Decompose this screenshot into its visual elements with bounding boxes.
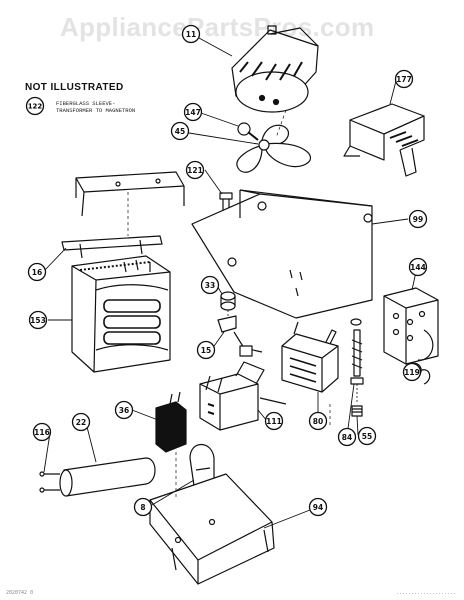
callout-number: 8 — [140, 503, 145, 512]
callout-circle — [133, 497, 153, 517]
relay-switch — [199, 361, 287, 431]
callout-number: 94 — [313, 503, 323, 512]
callout-circle — [394, 69, 414, 89]
grommet — [220, 291, 236, 318]
callout-number: 119 — [404, 368, 420, 377]
callout-circle — [337, 427, 357, 447]
callout-119: 119 — [402, 362, 422, 382]
callout-number: 36 — [119, 406, 129, 415]
callout-circle — [183, 102, 203, 122]
callout-number: 121 — [187, 166, 203, 175]
callout-84: 84 — [337, 427, 357, 447]
watermark-text: AppliancePartsPros.com — [60, 12, 375, 42]
callout-circle — [170, 121, 190, 141]
callout-circle — [181, 24, 201, 44]
callout-circle — [114, 400, 134, 420]
spindle — [350, 318, 364, 417]
transformer-bracket — [61, 235, 163, 259]
callout-circle — [185, 160, 205, 180]
callout-99: 99 — [408, 209, 428, 229]
callout-number: 177 — [396, 75, 412, 84]
callout-circle — [264, 411, 284, 431]
callout-15: 15 — [196, 340, 216, 360]
not-illustrated-line-2: TRANSFORMER TO MAGNETRON — [56, 106, 136, 114]
callout-number: 22 — [76, 418, 86, 427]
callout-number: 55 — [362, 432, 372, 441]
callout-177: 177 — [394, 69, 414, 89]
callout-11: 11 — [181, 24, 201, 44]
callout-55: 55 — [357, 426, 377, 446]
callout-94: 94 — [308, 497, 328, 517]
terminal-block — [383, 287, 439, 365]
callout-33: 33 — [200, 275, 220, 295]
callout-circle — [357, 426, 377, 446]
callout-labels: 11 177 147 45 121 99 16 144 153 33 15 119 36 111 80 116… — [27, 24, 428, 517]
callout-116: 116 — [32, 422, 52, 442]
fan-blade — [236, 122, 312, 173]
leader-lines — [43, 37, 418, 529]
not-illustrated-number: 122 — [28, 103, 43, 111]
callout-number: 116 — [34, 428, 50, 437]
callout-circle — [308, 411, 328, 431]
base-plate — [149, 473, 275, 585]
callout-circle — [308, 497, 328, 517]
callout-8: 8 — [133, 497, 153, 517]
callout-circle — [27, 262, 47, 282]
callout-number: 153 — [30, 316, 46, 325]
not-illustrated-line-1: FIBERGLASS SLEEVE- — [56, 100, 116, 107]
not-illustrated-title: NOT ILLUSTRATED — [25, 82, 124, 93]
callout-circle — [408, 257, 428, 277]
callout-22: 22 — [71, 412, 91, 432]
callout-121: 121 — [185, 160, 205, 180]
callout-number: 147 — [185, 108, 201, 117]
mounting-plate — [191, 189, 373, 319]
callout-circle — [408, 209, 428, 229]
callout-circle — [402, 362, 422, 382]
not-illustrated-description: FIBERGLASS SLEEVE- TRANSFORMER TO MAGNET… — [56, 100, 166, 114]
terminal-bracket — [343, 103, 425, 177]
callout-144: 144 — [408, 257, 428, 277]
top-bracket — [75, 171, 185, 217]
assembly-lines — [127, 109, 331, 500]
callout-number: 33 — [205, 281, 215, 290]
footer-right-code: .................... — [396, 590, 457, 596]
callout-16: 16 — [27, 262, 47, 282]
not-illustrated-badge: 122 — [25, 96, 45, 116]
callout-147: 147 — [183, 102, 203, 122]
callout-circle — [71, 412, 91, 432]
transformer — [71, 255, 171, 373]
callout-number: 80 — [313, 417, 323, 426]
callout-number: 111 — [266, 417, 282, 426]
rectifier — [155, 391, 187, 453]
capacitor — [39, 457, 156, 497]
callout-111: 111 — [264, 411, 284, 431]
callout-36: 36 — [114, 400, 134, 420]
callout-number: 84 — [342, 433, 352, 442]
callout-circle — [32, 422, 52, 442]
callout-45: 45 — [170, 121, 190, 141]
callout-circle — [28, 310, 48, 330]
callout-circle — [200, 275, 220, 295]
callout-number: 99 — [413, 215, 423, 224]
callout-number: 144 — [410, 263, 426, 272]
callout-153: 153 — [28, 310, 48, 330]
callout-80: 80 — [308, 411, 328, 431]
footer-left-code: 2020742 0 — [6, 590, 34, 596]
callout-number: 11 — [186, 30, 196, 39]
clip — [217, 315, 263, 357]
timer-motor — [281, 321, 339, 393]
fan-motor — [231, 25, 319, 113]
callout-number: 45 — [175, 127, 185, 136]
callout-number: 15 — [201, 346, 211, 355]
callout-circle — [196, 340, 216, 360]
callout-number: 16 — [32, 268, 42, 277]
